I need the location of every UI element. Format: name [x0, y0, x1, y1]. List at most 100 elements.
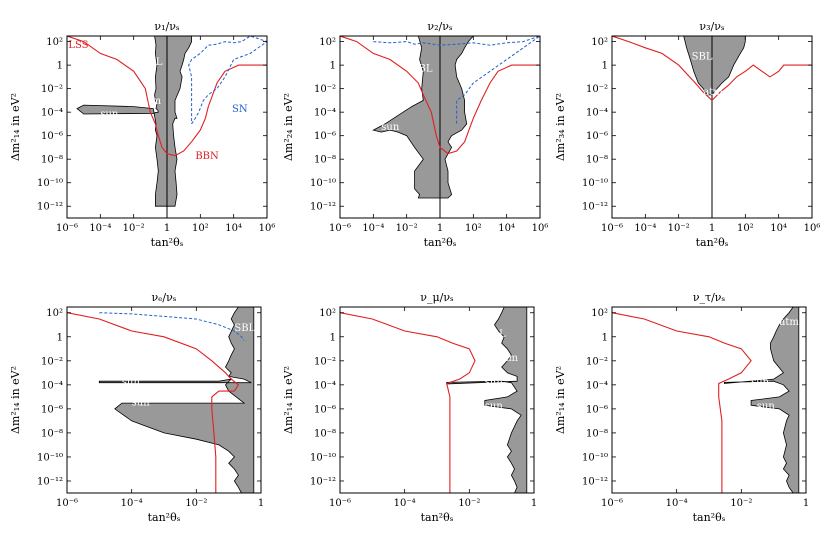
- y-tick-label: 1: [330, 61, 336, 72]
- y-tick-label: 10⁻⁴: [41, 108, 63, 119]
- y-tick-label: 10⁻¹⁰: [582, 452, 608, 463]
- x-tick-label: 10⁻⁴: [394, 498, 416, 509]
- y-tick-label: 10⁻⁶: [314, 404, 336, 415]
- region-label: sun: [381, 122, 400, 133]
- x-tick-label: 10⁻⁶: [601, 223, 623, 234]
- bbn-bound-curve: [67, 312, 240, 493]
- chart-title: ν₂/νₛ: [427, 20, 452, 33]
- y-tick-label: 10⁻²: [41, 356, 63, 367]
- y-tick-label: 10⁻⁶: [586, 131, 608, 142]
- y-tick-label: 10⁻⁴: [586, 108, 608, 119]
- x-tick-label: 10⁴: [225, 223, 242, 234]
- region-label: LSS: [68, 40, 88, 51]
- y-axis-label: Δm²₂₄ in eV²: [282, 93, 295, 161]
- y-tick-label: 10⁻¹²: [37, 202, 63, 213]
- x-tick-label: 1: [531, 498, 537, 509]
- x-tick-label: 10⁻⁴: [666, 498, 688, 509]
- y-tick-label: 10⁻⁸: [586, 155, 608, 166]
- y-tick-label: 10⁻⁶: [314, 131, 336, 142]
- y-tick-label: 10⁻¹⁰: [582, 178, 608, 189]
- x-tick-label: 10⁶: [804, 223, 821, 234]
- x-axis-label: tan²θₛ: [148, 511, 181, 524]
- y-axis-label: Δm²₃₄ in eV²: [554, 93, 567, 161]
- y-tick-label: 10⁻⁴: [314, 380, 336, 391]
- y-tick-label: 10⁻¹²: [37, 476, 63, 487]
- y-tick-label: 1: [602, 332, 608, 343]
- x-tick-label: 10⁻⁶: [56, 498, 78, 509]
- y-tick-label: 10²: [319, 37, 336, 48]
- region-label: atm: [142, 96, 162, 107]
- plot-frame: [66, 306, 262, 494]
- chart-title: ν_τ/νₛ: [693, 291, 726, 304]
- region-label: sun: [122, 377, 141, 388]
- y-tick-label: 10⁻⁸: [41, 155, 63, 166]
- allowed-region: [446, 307, 528, 493]
- y-tick-label: 10²: [46, 37, 63, 48]
- allowed-region: [98, 307, 255, 493]
- chart-title: ν₃/νₛ: [699, 20, 724, 33]
- x-tick-label: 1: [258, 498, 264, 509]
- y-tick-label: 10⁻⁸: [586, 428, 608, 439]
- x-axis-label: tan²θₛ: [424, 236, 457, 249]
- y-tick-label: 10⁻²: [314, 356, 336, 367]
- region-label: sun: [132, 397, 151, 408]
- x-tick-label: 10⁻⁴: [362, 223, 384, 234]
- sn-bound-curve: [188, 36, 267, 125]
- y-tick-label: 10⁻²: [586, 84, 608, 95]
- region-label: sun: [485, 401, 504, 412]
- x-tick-label: 10⁻⁴: [89, 223, 111, 234]
- y-tick-label: 10⁻¹⁰: [37, 178, 63, 189]
- region-label: atm: [703, 87, 723, 98]
- x-tick-label: 10⁻²: [185, 498, 207, 509]
- chart-title: νₑ/νₛ: [151, 291, 176, 304]
- x-tick-label: 10²: [192, 223, 209, 234]
- y-tick-label: 10⁻¹⁰: [310, 178, 336, 189]
- x-tick-label: 10⁻⁴: [121, 498, 143, 509]
- x-tick-label: 10⁻²: [123, 223, 145, 234]
- x-tick-label: 10⁻⁶: [601, 498, 623, 509]
- y-tick-label: 10²: [591, 37, 608, 48]
- region-label: SBL: [485, 329, 506, 340]
- x-tick-label: 10⁻²: [458, 498, 480, 509]
- region-label: sun: [100, 134, 119, 145]
- x-axis-label: tan²θₛ: [421, 511, 454, 524]
- x-tick-label: 10⁴: [498, 223, 515, 234]
- x-tick-label: 1: [803, 498, 809, 509]
- y-tick-label: 10⁻²: [314, 84, 336, 95]
- x-tick-label: 10⁻²: [730, 498, 752, 509]
- y-tick-label: 10⁻⁶: [586, 404, 608, 415]
- chart-title: ν_μ/νₛ: [420, 291, 454, 304]
- bbn-bound-curve: [612, 312, 752, 493]
- region-label: SBL: [142, 57, 163, 68]
- y-tick-label: 10⁻¹²: [582, 202, 608, 213]
- x-tick-label: 1: [437, 223, 443, 234]
- y-tick-label: 10⁻²: [41, 84, 63, 95]
- x-tick-label: 1: [164, 223, 170, 234]
- y-tick-label: 1: [602, 61, 608, 72]
- chart-title: ν₁/νₛ: [154, 20, 179, 33]
- region-label: sun: [100, 109, 119, 120]
- y-tick-label: 10⁻¹²: [582, 476, 608, 487]
- y-tick-label: 10⁻⁸: [314, 155, 336, 166]
- x-axis-label: tan²θₛ: [696, 236, 729, 249]
- bbn-bound-curve: [340, 312, 476, 493]
- y-tick-label: 10⁻¹⁰: [310, 452, 336, 463]
- region-label: SN: [232, 104, 248, 115]
- x-tick-label: 10⁻⁶: [329, 223, 351, 234]
- sn-bound-curve: [373, 36, 540, 124]
- y-tick-label: 10⁻⁸: [41, 428, 63, 439]
- x-tick-label: 10⁻²: [396, 223, 418, 234]
- y-tick-label: 10²: [591, 308, 608, 319]
- y-axis-label: Δm²₁₄ in eV²: [9, 366, 22, 434]
- region-label: sun: [751, 377, 770, 388]
- x-tick-label: 10⁴: [770, 223, 787, 234]
